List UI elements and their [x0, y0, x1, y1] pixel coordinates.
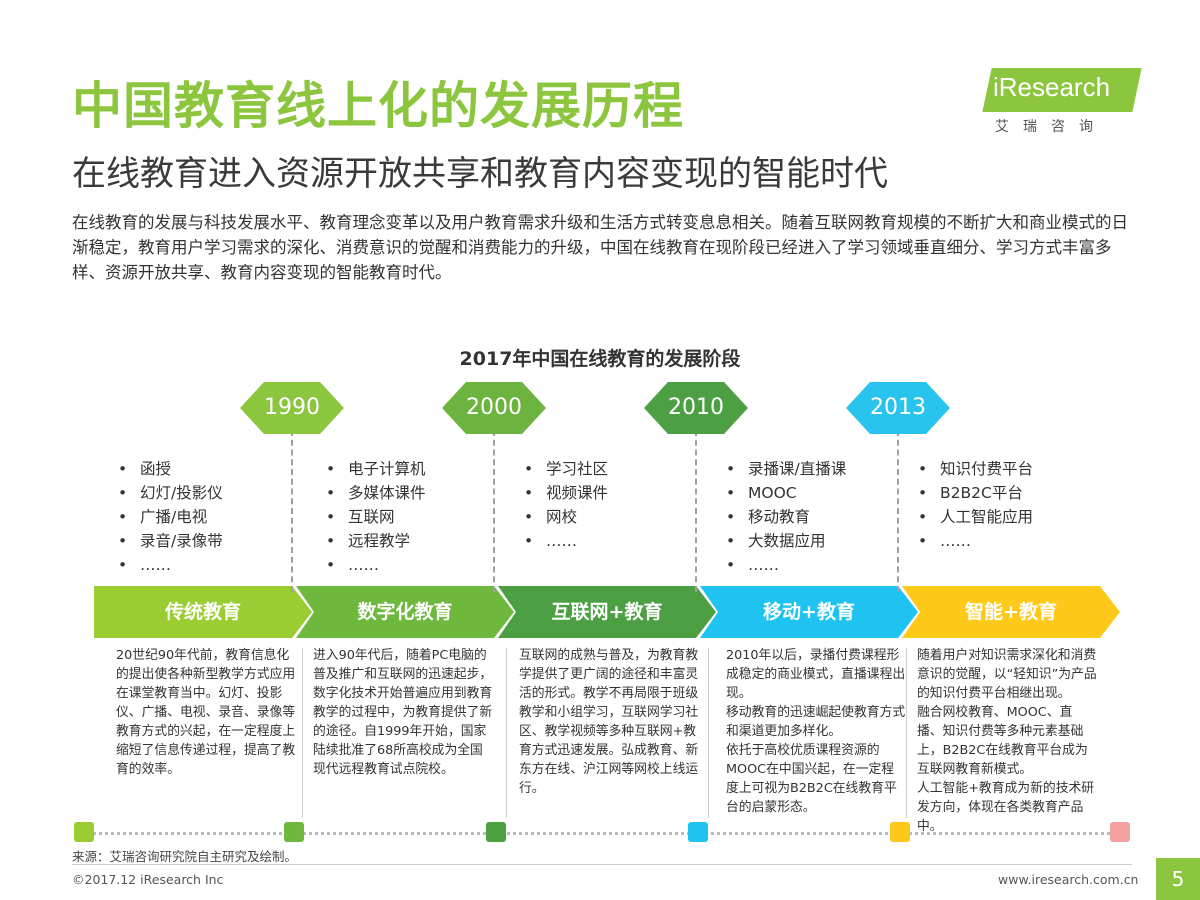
stage-arrow: 互联网+教育: [498, 586, 716, 638]
source-note: 来源：艾瑞咨询研究院自主研究及绘制。: [72, 849, 298, 864]
year-badge: 2013: [846, 382, 950, 434]
website-link[interactable]: www.iresearch.com.cn: [998, 872, 1139, 887]
timeline-marker: [688, 822, 708, 842]
bullet-item: 移动教育: [726, 505, 846, 529]
bullet-item: 网校: [524, 505, 608, 529]
description-line: 2010年以后，录播付费课程形成稳定的商业模式，直播课程出现。: [726, 648, 906, 701]
intro-paragraph: 在线教育的发展与科技发展水平、教育理念变革以及用户教育需求升级和生活方式转变息息…: [72, 213, 1128, 282]
bullet-item: 知识付费平台: [918, 457, 1033, 481]
bullet-item: 幻灯/投影仪: [118, 481, 223, 505]
stage-arrow: 移动+教育: [700, 586, 918, 638]
bullet-item: MOOC: [726, 481, 846, 505]
stage-label: 互联网+教育: [551, 601, 663, 623]
stage-arrow: 传统教育: [94, 586, 312, 638]
bullet-list: 知识付费平台B2B2C平台人工智能应用……: [918, 457, 1033, 553]
bullet-item: 学习社区: [524, 457, 608, 481]
bullet-item: 多媒体课件: [326, 481, 426, 505]
column-separator: [906, 648, 907, 818]
bullet-item: 函授: [118, 457, 223, 481]
stage-description: 2010年以后，录播付费课程形成稳定的商业模式，直播课程出现。移动教育的迅速崛起…: [726, 646, 906, 817]
stage-label: 智能+教育: [965, 601, 1057, 623]
bullet-item: ……: [326, 553, 426, 577]
bullet-list: 电子计算机多媒体课件互联网远程教学……: [326, 457, 426, 577]
bullet-item: 录播课/直播课: [726, 457, 846, 481]
timeline-marker: [486, 822, 506, 842]
stage-arrow: 智能+教育: [902, 586, 1120, 638]
year-label: 2010: [668, 395, 724, 420]
bullet-item: 互联网: [326, 505, 426, 529]
bullet-item: ……: [918, 529, 1033, 553]
logo-subtext: 艾瑞咨询: [995, 119, 1107, 135]
year-connector: [695, 430, 697, 592]
iresearch-logo: iResearch 艾瑞咨询: [975, 62, 1145, 142]
bottom-dotted-line: [86, 832, 1118, 835]
bullet-item: 录音/录像带: [118, 529, 223, 553]
bullet-item: 视频课件: [524, 481, 608, 505]
bullet-list: 函授幻灯/投影仪广播/电视录音/录像带……: [118, 457, 223, 577]
bullet-item: 人工智能应用: [918, 505, 1033, 529]
copyright: ©2017.12 iResearch Inc: [72, 872, 224, 887]
description-line: 依托于高校优质课程资源的MOOC在中国兴起，在一定程度上可视为B2B2C在线教育…: [726, 743, 897, 815]
page-title: 中国教育线上化的发展历程: [72, 77, 684, 135]
description-line: 融合网校教育、MOOC、直播、知识付费等多种元素基础上，B2B2C在线教育平台成…: [917, 705, 1088, 777]
stage-label: 移动+教育: [763, 601, 855, 623]
description-line: 互联网的成熟与普及，为教育教学提供了更广阔的途径和丰富灵活的形式。教学不再局限于…: [519, 648, 699, 796]
description-line: 人工智能+教育成为新的技术研发方向，体现在各类教育产品中。: [917, 781, 1095, 834]
logo-text: iResearch: [993, 72, 1111, 102]
year-badge: 2000: [442, 382, 546, 434]
page-subtitle: 在线教育进入资源开放共享和教育内容变现的智能时代: [72, 154, 888, 194]
bullet-list: 学习社区视频课件网校……: [524, 457, 608, 553]
column-separator: [506, 648, 507, 818]
column-separator: [302, 648, 303, 818]
description-line: 随着用户对知识需求深化和消费意识的觉醒，以“轻知识”为产品的知识付费平台相继出现…: [917, 648, 1097, 701]
bullet-item: 大数据应用: [726, 529, 846, 553]
stage-description: 进入90年代后，随着PC电脑的普及推广和互联网的迅速起步，数字化技术开始普遍应用…: [313, 646, 493, 779]
bullet-item: 远程教学: [326, 529, 426, 553]
column-separator: [708, 648, 709, 818]
year-label: 2000: [466, 395, 522, 420]
stage-description: 随着用户对知识需求深化和消费意识的觉醒，以“轻知识”为产品的知识付费平台相继出现…: [917, 646, 1097, 836]
year-label: 1990: [264, 395, 320, 420]
stage-description: 20世纪90年代前，教育信息化的提出使各种新型教学方式应用在课堂教育当中。幻灯、…: [116, 646, 296, 779]
page-number: 5: [1156, 858, 1200, 900]
stage-description: 互联网的成熟与普及，为教育教学提供了更广阔的途径和丰富灵活的形式。教学不再局限于…: [519, 646, 699, 798]
stage-arrow: 数字化教育: [296, 586, 514, 638]
timeline-marker: [74, 822, 94, 842]
description-line: 进入90年代后，随着PC电脑的普及推广和互联网的迅速起步，数字化技术开始普遍应用…: [313, 648, 493, 777]
bullet-list: 录播课/直播课MOOC移动教育大数据应用……: [726, 457, 846, 577]
bullet-item: 电子计算机: [326, 457, 426, 481]
year-connector: [291, 430, 293, 592]
year-badge: 2010: [644, 382, 748, 434]
diagram-title: 2017年中国在线教育的发展阶段: [459, 348, 741, 370]
timeline-marker: [890, 822, 910, 842]
bullet-item: ……: [118, 553, 223, 577]
timeline-marker: [1110, 822, 1130, 842]
footer-divider: [72, 864, 1132, 865]
year-connector: [897, 430, 899, 592]
bullet-item: ……: [726, 553, 846, 577]
timeline-marker: [284, 822, 304, 842]
bullet-item: B2B2C平台: [918, 481, 1033, 505]
description-line: 20世纪90年代前，教育信息化的提出使各种新型教学方式应用在课堂教育当中。幻灯、…: [116, 648, 296, 777]
bullet-item: 广播/电视: [118, 505, 223, 529]
stage-label: 传统教育: [164, 601, 241, 623]
description-line: 移动教育的迅速崛起使教育方式和渠道更加多样化。: [726, 705, 906, 739]
year-label: 2013: [870, 395, 926, 420]
bullet-item: ……: [524, 529, 608, 553]
year-connector: [493, 430, 495, 592]
year-badge: 1990: [240, 382, 344, 434]
stage-label: 数字化教育: [357, 601, 453, 623]
